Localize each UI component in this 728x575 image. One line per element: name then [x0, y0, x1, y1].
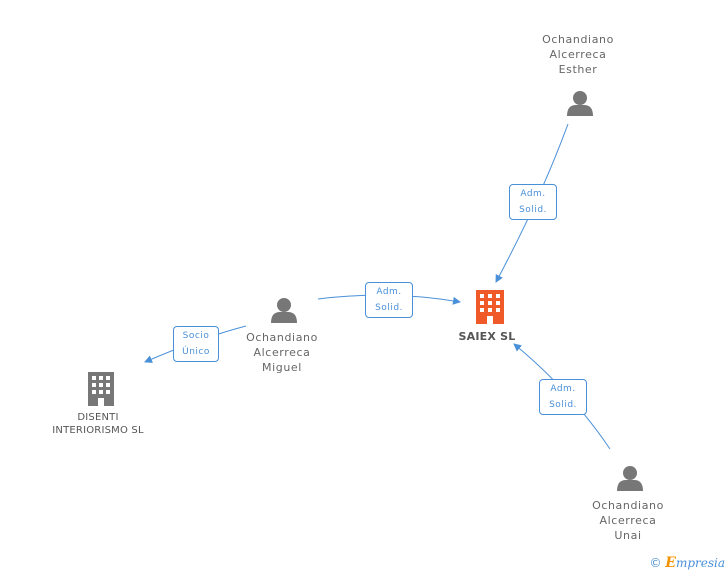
person-icon[interactable] — [617, 466, 643, 491]
person-icon[interactable] — [567, 91, 593, 116]
edge-label-line: Adm. — [376, 287, 402, 297]
edge-label-line: Único — [182, 347, 210, 357]
name-line: Alcerreca — [253, 346, 311, 359]
name-line: Unai — [614, 529, 642, 542]
node-label-disenti[interactable]: DISENTI INTERIORISMO SL — [38, 411, 158, 437]
edge-label-miguel-saiex: Adm. Solid. — [365, 282, 413, 318]
brand-name: mpresia — [675, 556, 725, 570]
company-name: SAIEX SL — [458, 330, 516, 343]
edge-label-line: Solid. — [375, 303, 403, 313]
node-label-esther[interactable]: Ochandiano Alcerreca Esther — [528, 32, 628, 77]
building-icon[interactable] — [476, 290, 504, 324]
edge-label-line: Solid. — [519, 205, 547, 215]
name-line: INTERIORISMO SL — [52, 425, 144, 436]
name-line: Esther — [558, 63, 598, 76]
edge-label-line: Adm. — [520, 189, 546, 199]
node-label-miguel[interactable]: Ochandiano Alcerreca Miguel — [232, 330, 332, 375]
edge-label-line: Adm. — [550, 384, 576, 394]
node-label-saiex[interactable]: SAIEX SL — [437, 329, 537, 344]
name-line: Alcerreca — [549, 48, 607, 61]
building-icon[interactable] — [88, 372, 114, 406]
person-icon[interactable] — [271, 298, 297, 323]
node-label-unai[interactable]: Ochandiano Alcerreca Unai — [578, 498, 678, 543]
edge-label-line: Solid. — [549, 400, 577, 410]
name-line: Ochandiano — [542, 33, 614, 46]
edge-label-line: Socio — [182, 331, 210, 341]
brand-footer[interactable]: © Empresia — [649, 555, 725, 571]
name-line: Ochandiano — [246, 331, 318, 344]
edge-label-unai-saiex: Adm. Solid. — [539, 379, 587, 415]
copyright-symbol: © — [649, 556, 662, 570]
name-line: DISENTI — [77, 412, 119, 423]
name-line: Miguel — [262, 361, 302, 374]
edge-label-esther-saiex: Adm. Solid. — [509, 184, 557, 220]
name-line: Ochandiano — [592, 499, 664, 512]
edge-label-miguel-disenti: Socio Único — [173, 326, 219, 362]
name-line: Alcerreca — [599, 514, 657, 527]
brand-initial: E — [665, 555, 676, 571]
